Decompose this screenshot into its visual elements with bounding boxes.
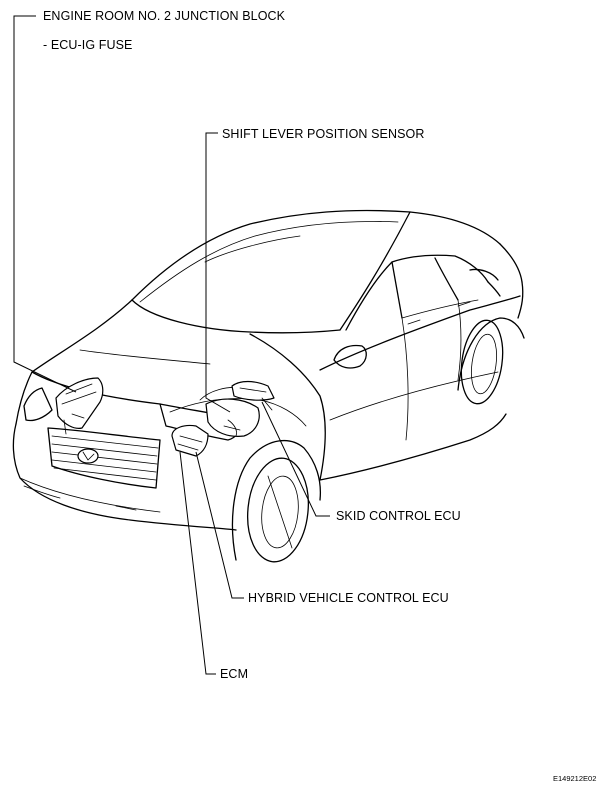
label-hybrid-vehicle-control-ecu: HYBRID VEHICLE CONTROL ECU [248,591,449,605]
label-ecu-ig-fuse: - ECU-IG FUSE [43,38,133,52]
shift-sensor-body [205,398,260,437]
junction-block [55,377,104,435]
leader-lines [13,15,330,675]
skid-control-unit [231,380,275,411]
figure-code: E149212E02 [553,774,597,783]
hybrid-ecu-box [171,424,209,457]
label-engine-room-junction-block: ENGINE ROOM NO. 2 JUNCTION BLOCK [43,9,286,23]
label-skid-control-ecu: SKID CONTROL ECU [336,509,461,523]
label-ecm: ECM [220,667,249,681]
label-shift-lever-position-sensor: SHIFT LEVER POSITION SENSOR [222,127,425,141]
